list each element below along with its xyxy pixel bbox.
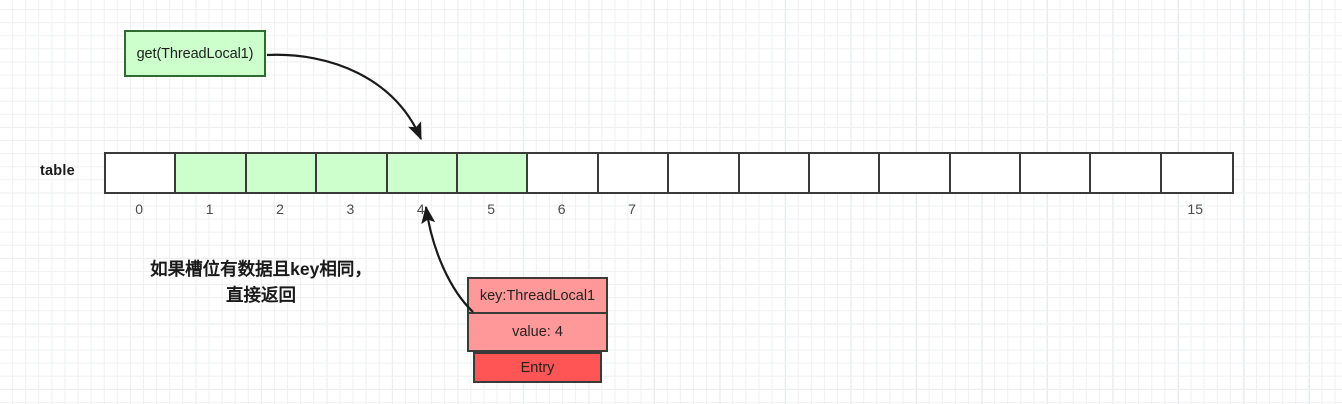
slot-cell-14[interactable] xyxy=(1091,154,1162,192)
slot-index-15: 15 xyxy=(1187,201,1203,217)
slot-index-2: 2 xyxy=(276,201,284,217)
entry-to-slot-arrow xyxy=(421,205,474,313)
entry-key-label: key:ThreadLocal1 xyxy=(479,287,596,304)
slot-cell-9[interactable] xyxy=(739,154,810,192)
slot-cell-3[interactable] xyxy=(317,154,388,192)
entry-value-label: value: 4 xyxy=(512,324,563,340)
slot-cell-0[interactable] xyxy=(106,154,177,192)
entry-value-row: value: 4 xyxy=(467,314,608,352)
slot-cell-6[interactable] xyxy=(528,154,599,192)
slot-cell-2[interactable] xyxy=(246,154,318,192)
slot-cell-10[interactable] xyxy=(809,154,881,192)
slot-table xyxy=(104,152,1235,194)
slot-index-6: 6 xyxy=(557,201,566,217)
slot-cell-13[interactable] xyxy=(1021,154,1092,192)
entry-key-row: key:ThreadLocal1 xyxy=(467,277,608,314)
slot-cell-8[interactable] xyxy=(669,154,740,192)
slot-cell-7[interactable] xyxy=(598,154,670,192)
call-to-slot-arrow xyxy=(266,53,423,141)
slot-index-4: 4 xyxy=(416,201,425,217)
entry-card[interactable]: key:ThreadLocal1 value: 4 Entry xyxy=(467,277,608,383)
slot-cell-12[interactable] xyxy=(950,154,1022,192)
slot-index-1: 1 xyxy=(205,201,214,217)
slot-index-7: 7 xyxy=(628,201,636,217)
condition-note-line-2: 直接返回 xyxy=(226,285,296,305)
slot-cell-15[interactable] xyxy=(1161,154,1233,192)
slot-cell-5[interactable] xyxy=(457,154,529,192)
condition-note-line-1: 如果槽位有数据且key相同， xyxy=(150,259,372,279)
slot-index-3: 3 xyxy=(346,201,355,217)
slot-index-0: 0 xyxy=(135,201,144,217)
slot-index-5: 5 xyxy=(487,201,496,217)
entry-type-row: Entry xyxy=(473,352,602,383)
get-call-label: get(ThreadLocal1) xyxy=(136,45,254,62)
get-call-box[interactable]: get(ThreadLocal1) xyxy=(124,30,266,77)
table-label: table xyxy=(40,163,75,179)
slot-cell-11[interactable] xyxy=(880,154,951,192)
slot-cell-4[interactable] xyxy=(387,154,458,192)
entry-type-label: Entry xyxy=(520,359,555,376)
slot-cell-1[interactable] xyxy=(176,154,247,192)
condition-note: 如果槽位有数据且key相同， 直接返回 xyxy=(108,256,414,308)
